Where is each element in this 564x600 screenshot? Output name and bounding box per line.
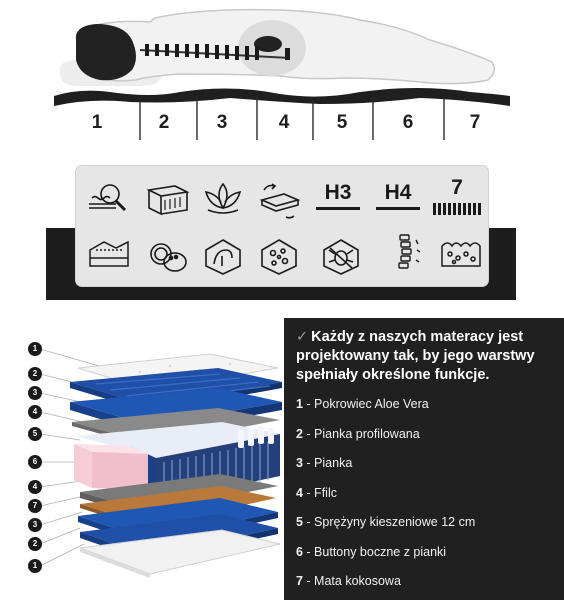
list-item: 6 - Buttony boczne z pianki <box>296 544 447 559</box>
hardness-h3-label: H3 <box>313 182 363 210</box>
layers-cutaway-drawing <box>39 348 282 578</box>
hardness-h4-label: H4 <box>373 182 423 210</box>
layers-list: 1 - Pokrowiec Aloe Vera 2 - Pianka profi… <box>296 397 554 600</box>
anti-mite-icon <box>318 236 364 278</box>
features-card <box>75 165 489 287</box>
layer-badge: 2 <box>28 367 42 381</box>
layer-badge: 2 <box>28 537 42 551</box>
layer-badge: 5 <box>28 427 42 441</box>
zone-number: 1 <box>91 112 103 133</box>
zone-number: 2 <box>158 112 170 133</box>
lying-person-illustration <box>54 8 510 140</box>
lotus-aloe-icon <box>200 178 246 220</box>
list-item: 2 - Pianka profilowana <box>296 426 420 441</box>
list-item: 5 - Sprężyny kieszeniowe 12 cm <box>296 515 476 529</box>
layer-badge: 4 <box>28 405 42 419</box>
zones-section: 1 2 3 4 5 6 7 <box>0 0 564 145</box>
layer-badge: 3 <box>28 518 42 532</box>
water-layer-magnify-icon <box>86 178 132 220</box>
zone-number: 3 <box>216 112 228 133</box>
mattress-layers-icon <box>86 236 132 278</box>
layers-heading: ✓Każdy z naszych materacy jest projektow… <box>296 329 535 383</box>
layers-info-panel: ✓Każdy z naszych materacy jest projektow… <box>284 318 564 600</box>
mattress-layers-illustration: 1 2 3 4 5 6 4 7 3 2 1 <box>0 316 290 600</box>
antiallergic-icon <box>200 236 246 278</box>
zone-number: 6 <box>402 112 414 133</box>
list-item: 3 - Pianka <box>296 456 353 470</box>
layer-badge: 1 <box>28 342 42 356</box>
spine-icon <box>384 232 430 274</box>
list-item: 4 - Ffilc <box>296 485 337 500</box>
layer-badge: 3 <box>28 386 42 400</box>
layer-badge: 1 <box>28 559 42 573</box>
seven-zones-icon: 7 <box>432 177 482 215</box>
pocket-spring-block-icon <box>145 178 191 220</box>
list-item: 7 - Mata kokosowa <box>296 574 401 588</box>
mattress-flip-icon <box>256 178 302 220</box>
check-icon: ✓ <box>296 329 309 345</box>
coconut-icon <box>145 236 191 278</box>
antibacterial-icon <box>256 236 302 278</box>
memory-foam-icon <box>438 236 484 278</box>
layer-badge: 6 <box>28 455 42 469</box>
layer-badge: 7 <box>28 499 42 513</box>
zone-number: 5 <box>336 112 348 133</box>
zone-number: 4 <box>278 112 290 133</box>
zone-number: 7 <box>469 112 481 133</box>
layer-badge: 4 <box>28 480 42 494</box>
list-item: 1 - Pokrowiec Aloe Vera <box>296 397 429 411</box>
